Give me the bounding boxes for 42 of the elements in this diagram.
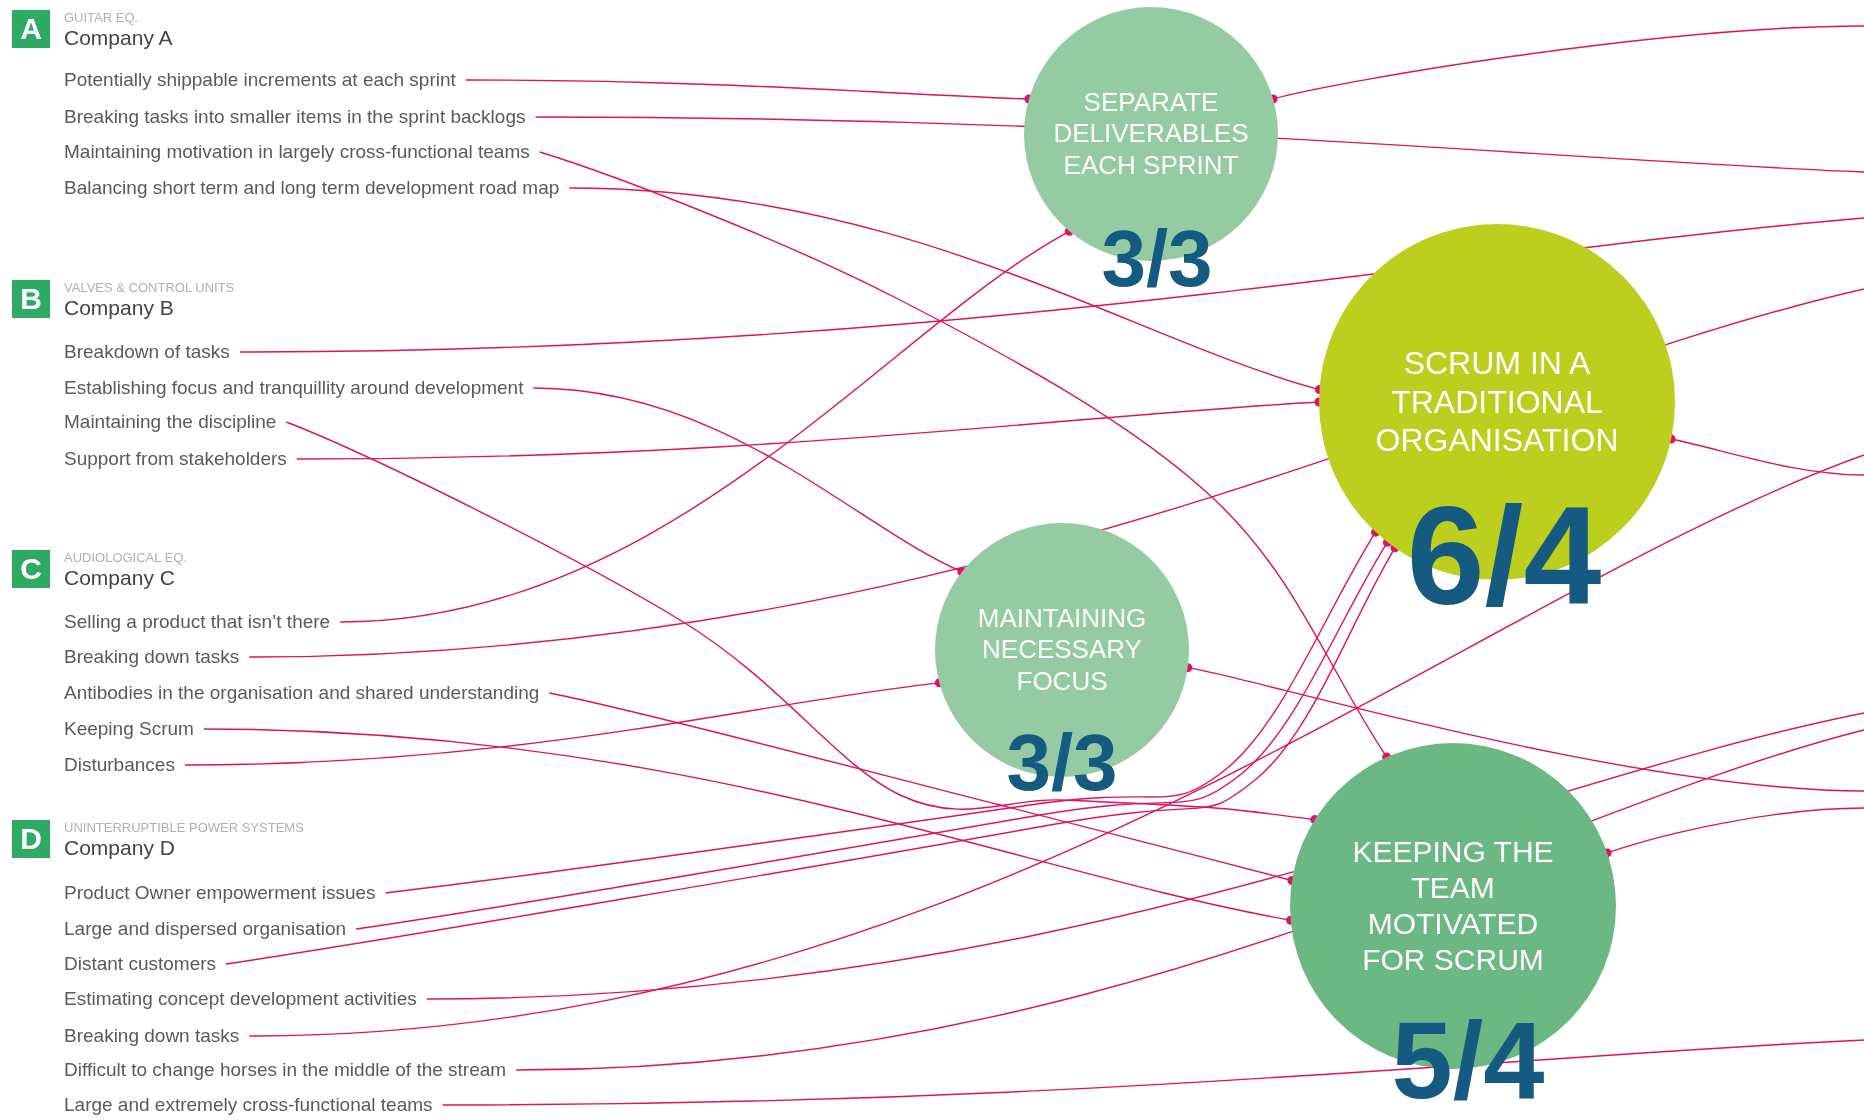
category-text: AUDIOLOGICAL EQ. (64, 550, 188, 566)
challenge-text: Breaking down tasks (64, 1023, 250, 1049)
topic-title: SCRUM IN A TRADITIONAL ORGANISATION (1374, 344, 1620, 460)
connector-line (225, 543, 1400, 965)
challenge-text: Potentially shippable increments at each sprint (64, 67, 466, 93)
challenge-text: Support from stakeholders (64, 446, 297, 472)
letter-badge: B (12, 280, 50, 318)
category-text: VALVES & CONTROL UNITS (64, 280, 235, 296)
challenge-text: Disturbances (64, 752, 185, 778)
connector-line (248, 454, 1864, 1037)
company-name: Company D (64, 836, 175, 860)
topic-title: MAINTAINING NECESSARY FOCUS (976, 603, 1148, 697)
company-name: Company A (64, 26, 173, 50)
challenge-text: Breakdown of tasks (64, 339, 240, 365)
score-fraction: 3/3 (1101, 219, 1213, 299)
challenge-text: Maintaining the discipline (64, 409, 287, 435)
challenge-text: Balancing short term and long term development road map (64, 175, 570, 201)
category-text: UNINTERRUPTIBLE POWER SYSTEMS (64, 820, 304, 836)
connector-line (532, 387, 967, 577)
challenge-text: Selling a product that isn’t there (64, 609, 341, 635)
letter-badge: C (12, 550, 50, 588)
challenge-text: Maintaining motivation in largely cross-functional teams (64, 139, 540, 165)
topic-title: SEPARATE DELIVERABLES EACH SPRINT (1052, 87, 1250, 181)
challenge-text: Difficult to change horses in the middle of the stream (64, 1057, 517, 1083)
challenge-text: Large and extremely cross-functional teams (64, 1092, 443, 1118)
letter-badge: A (12, 10, 50, 48)
company-name: Company C (64, 566, 175, 590)
challenge-text: Antibodies in the organisation and shared understanding (64, 680, 550, 706)
category-text: GUITAR EQ. (64, 10, 139, 26)
letter-badge: D (12, 820, 50, 858)
connector-line (285, 421, 1320, 825)
connector-line (339, 226, 1074, 623)
challenge-text: Estimating concept development activities (64, 986, 427, 1012)
challenge-text: Distant customers (64, 951, 227, 977)
challenge-text: Breaking down tasks (64, 644, 250, 670)
topic-title: KEEPING THE TEAM MOTIVATED FOR SCRUM (1351, 834, 1555, 978)
challenge-text: Breaking tasks into smaller items in the sprint backlogs (64, 104, 536, 130)
challenge-text: Product Owner empowerment issues (64, 880, 386, 906)
challenge-text: Large and dispersed organisation (64, 916, 357, 942)
company-name: Company B (64, 296, 174, 320)
challenge-text: Establishing focus and tranquillity around development (64, 375, 534, 401)
challenge-text: Keeping Scrum (64, 716, 204, 742)
